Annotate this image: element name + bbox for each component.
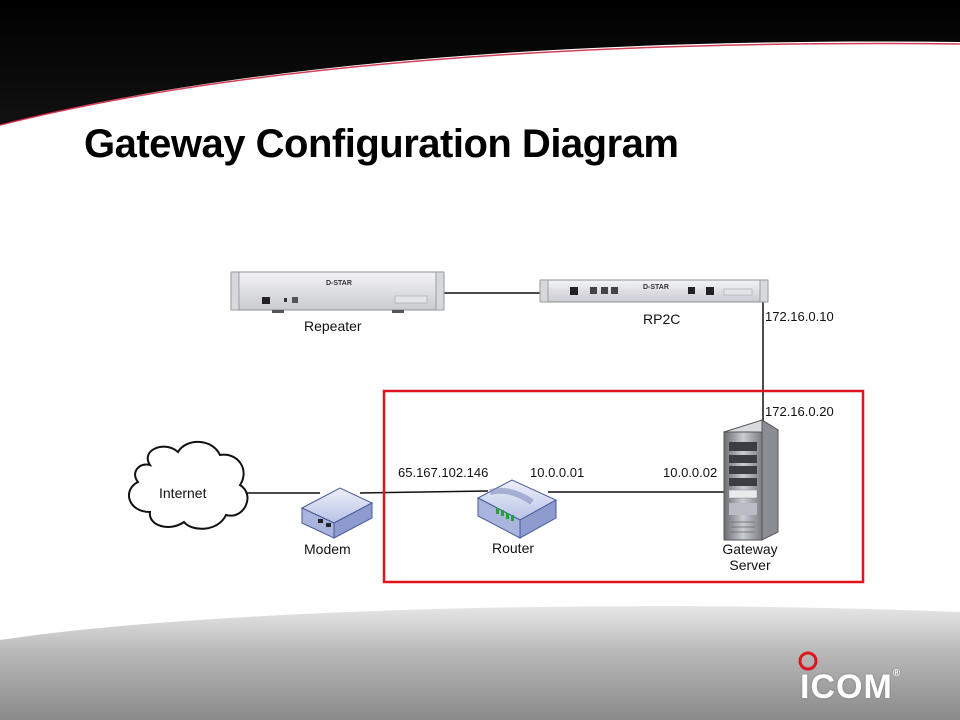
modem-label: Modem [304,541,351,557]
server-rp2c-ip-label: 172.16.0.20 [765,404,834,419]
router-label: Router [492,540,535,556]
bottom-band [0,606,960,720]
logo-ring-icon [798,651,818,671]
server-lan-ip-label: 10.0.0.02 [663,465,718,480]
brand-registered-mark: ® [892,668,902,679]
cloud-icon [127,440,249,530]
brand-logo: ICOM® [800,668,901,707]
rack-unit-icon [230,271,445,313]
repeater-label: Repeater [304,318,362,334]
gateway-server-label-line1: Gateway [722,541,778,557]
router-lan-ip-label: 10.0.0.01 [530,465,585,480]
gateway-server-label: Gateway Server [712,541,788,573]
router-icon [476,479,558,539]
rp2c-front-text: D-STAR [643,284,669,291]
rp2c-label: RP2C [643,311,681,327]
gateway-server-label-line2: Server [729,557,771,573]
server-tower-icon [722,419,780,541]
internet-label: Internet [159,485,207,501]
wan-ip-label: 65.167.102.146 [398,465,489,480]
page-title: Gateway Configuration Diagram [84,122,679,166]
modem-icon [300,487,374,539]
rack-unit-icon [539,279,769,303]
rp2c-ip-label: 172.16.0.10 [765,309,834,324]
brand-logo-text: ICOM [800,668,893,706]
repeater-front-text: D-STAR [326,280,352,287]
lan-highlight-box [382,389,865,584]
link-modem-router [359,490,489,494]
top-band [0,0,960,125]
